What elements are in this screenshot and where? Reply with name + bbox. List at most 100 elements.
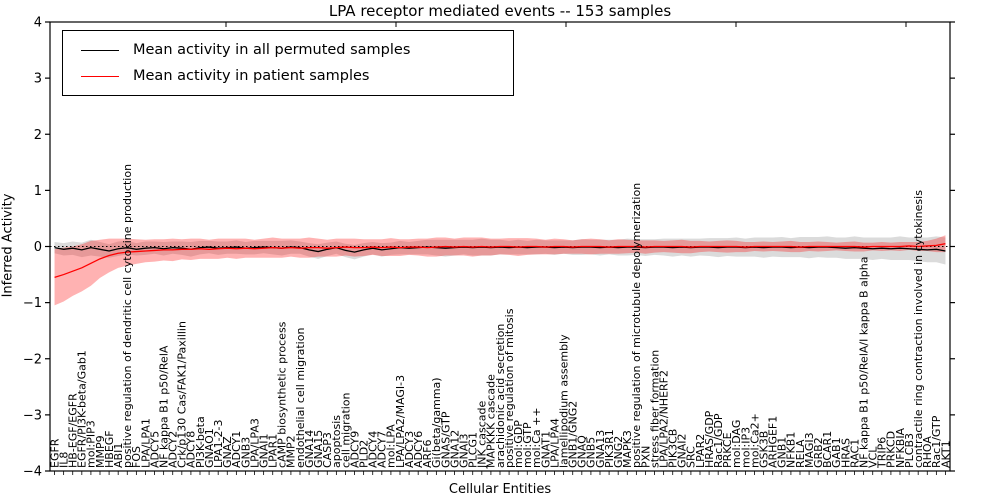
x-tick-labels: EGFRIL8HB-EGF/EGFREGFR/PI3K-beta/Gab1mol…	[48, 164, 952, 469]
x-tick-label: HBEGF	[103, 430, 116, 468]
x-tick-label: GNAQ	[576, 435, 589, 468]
x-ticks	[54, 471, 946, 475]
x-tick-label: GNB5	[585, 437, 598, 468]
x-tick-label: mol:GTP	[521, 422, 534, 468]
x-tick-label: MAGI3	[803, 432, 816, 468]
x-tick-label: NF kappa B1 p50/RelA	[157, 345, 170, 468]
patient-line-sample	[81, 75, 119, 77]
x-tick-label: Rac1/GTP	[930, 415, 943, 468]
x-tick-label: mol:IP3	[739, 427, 752, 468]
x-tick-label: mol:Ca ++	[530, 407, 543, 468]
x-tick-label: ADCY2	[167, 431, 180, 468]
x-tick-label: NF kappa B1 p50/RelA/I kappa B alpha	[857, 257, 870, 469]
x-tick-label: ADCY7	[376, 431, 389, 468]
x-tick-label: TRIP6	[876, 437, 889, 469]
x-tick-label: PIK3CB	[667, 429, 680, 468]
x-tick-label: GNG2	[612, 436, 625, 468]
x-tick-label: PRKCE	[721, 432, 734, 468]
x-tick-label: GNA12	[448, 430, 461, 468]
x-tick-label: PIK3R1	[603, 429, 616, 468]
x-tick-label: ADCY5	[148, 431, 161, 468]
svg-text:0: 0	[34, 240, 42, 255]
x-tick-label: SRC	[685, 446, 698, 468]
x-tick-label: cAMP biosynthetic process	[276, 321, 289, 468]
x-tick-label: apoptosis	[330, 415, 343, 468]
svg-text:3: 3	[34, 72, 42, 87]
legend: Mean activity in all permuted samples Me…	[62, 30, 514, 96]
x-tick-label: PLCB3	[903, 433, 916, 468]
x-tick-label: ADCY6	[412, 431, 425, 468]
x-tick-label: LPAR2	[694, 434, 707, 468]
x-tick-label: positive regulation of dendritic cell cy…	[121, 164, 134, 468]
x-axis-label: Cellular Entities	[448, 482, 552, 497]
x-tick-label: GNB1/GNG2	[567, 401, 580, 468]
svg-text:4: 4	[34, 16, 42, 31]
x-tick-label: NFKBIA	[894, 427, 907, 468]
x-tick-label: contractile ring contraction involved in…	[912, 190, 925, 468]
x-tick-label: GNA15	[312, 430, 325, 468]
x-tick-label: ABI1	[112, 443, 125, 468]
x-tick-label: GNA13	[594, 430, 607, 468]
x-tick-label: ADCY8	[185, 431, 198, 468]
x-tick-label: mol:GDP	[512, 420, 525, 468]
x-tick-label: GNAZ	[221, 436, 234, 468]
x-tick-label: GNA14	[303, 430, 316, 468]
x-tick-label: mol:PIP3	[85, 420, 98, 468]
legend-label-patient: Mean activity in patient samples	[133, 68, 370, 84]
x-tick-label: FOS	[130, 446, 143, 468]
x-tick-label: GNAI3	[457, 433, 470, 468]
x-tick-label: MMP9	[94, 435, 107, 468]
x-tick-label: arachidonic acid secretion	[494, 324, 507, 468]
x-tick-label: mol:Ca2+	[748, 413, 761, 468]
confidence-bands	[54, 235, 946, 306]
svg-text:−2: −2	[23, 352, 42, 367]
x-tick-label: GRB2	[812, 437, 825, 468]
x-tick-label: GNB1	[776, 437, 789, 468]
x-tick-label: cell migration	[339, 392, 352, 468]
x-tick-label: CASP3	[321, 432, 334, 468]
legend-label-permuted: Mean activity in all permuted samples	[133, 42, 411, 58]
x-tick-label: MMP2	[285, 435, 298, 468]
mean-lines	[54, 243, 946, 278]
svg-text:−3: −3	[23, 408, 42, 423]
x-tick-label: GSK3B	[757, 431, 770, 468]
x-tick-label: Rac1/GDP	[712, 413, 725, 468]
x-tick-label: mol:DAG	[730, 420, 743, 468]
x-tick-label: MAPKKK cascade	[485, 374, 498, 468]
x-tick-label: PLD2	[357, 440, 370, 468]
x-tick-label: GNAO1	[203, 428, 216, 468]
svg-text:1: 1	[34, 184, 42, 199]
x-tick-label: RELA	[794, 439, 807, 468]
x-tick-label: GAB1	[830, 437, 843, 468]
x-tick-label: RHOA	[921, 436, 934, 468]
svg-text:2: 2	[34, 128, 42, 143]
x-tick-label: positive regulation of mitosis	[503, 308, 516, 468]
legend-item-permuted: Mean activity in all permuted samples	[75, 37, 513, 63]
x-tick-label: GNAT1	[539, 431, 552, 468]
x-tick-label: LPAR1	[267, 434, 280, 468]
x-tick-label: VCL	[867, 446, 880, 468]
x-tick-label: HRAS	[839, 438, 852, 468]
x-tick-label: LPA/LPA4	[548, 418, 561, 468]
chart-title: LPA receptor mediated events -- 153 samp…	[328, 2, 672, 20]
x-tick-label: positive regulation of microtubule depol…	[630, 183, 643, 468]
x-tick-label: RAC1	[848, 439, 861, 468]
x-tick-label: ADCY1	[230, 431, 243, 468]
x-tick-label: ADCY3	[403, 431, 416, 468]
x-tick-label: MAPK3	[621, 430, 634, 468]
x-tick-label: AKT1	[939, 440, 952, 468]
x-tick-label: lamellipodium assembly	[557, 334, 570, 468]
top-ticks	[225, 22, 907, 27]
x-tick-label: EGFR	[48, 438, 61, 468]
x-tick-label: LPA/LPA3	[248, 418, 261, 468]
y-axis-label: Inferred Activity	[0, 193, 16, 298]
x-tick-label: Gi(beta/gamma)	[430, 377, 443, 468]
x-tick-label: endothelial cell migration	[294, 328, 307, 468]
x-tick-label: ADCY9	[348, 431, 361, 468]
x-tick-label: LPA/LPA2/NHERF2	[657, 370, 670, 468]
x-tick-label: HRAS/GDP	[703, 410, 716, 468]
x-tick-label: GNB3	[239, 437, 252, 468]
legend-item-patient: Mean activity in patient samples	[75, 63, 513, 89]
